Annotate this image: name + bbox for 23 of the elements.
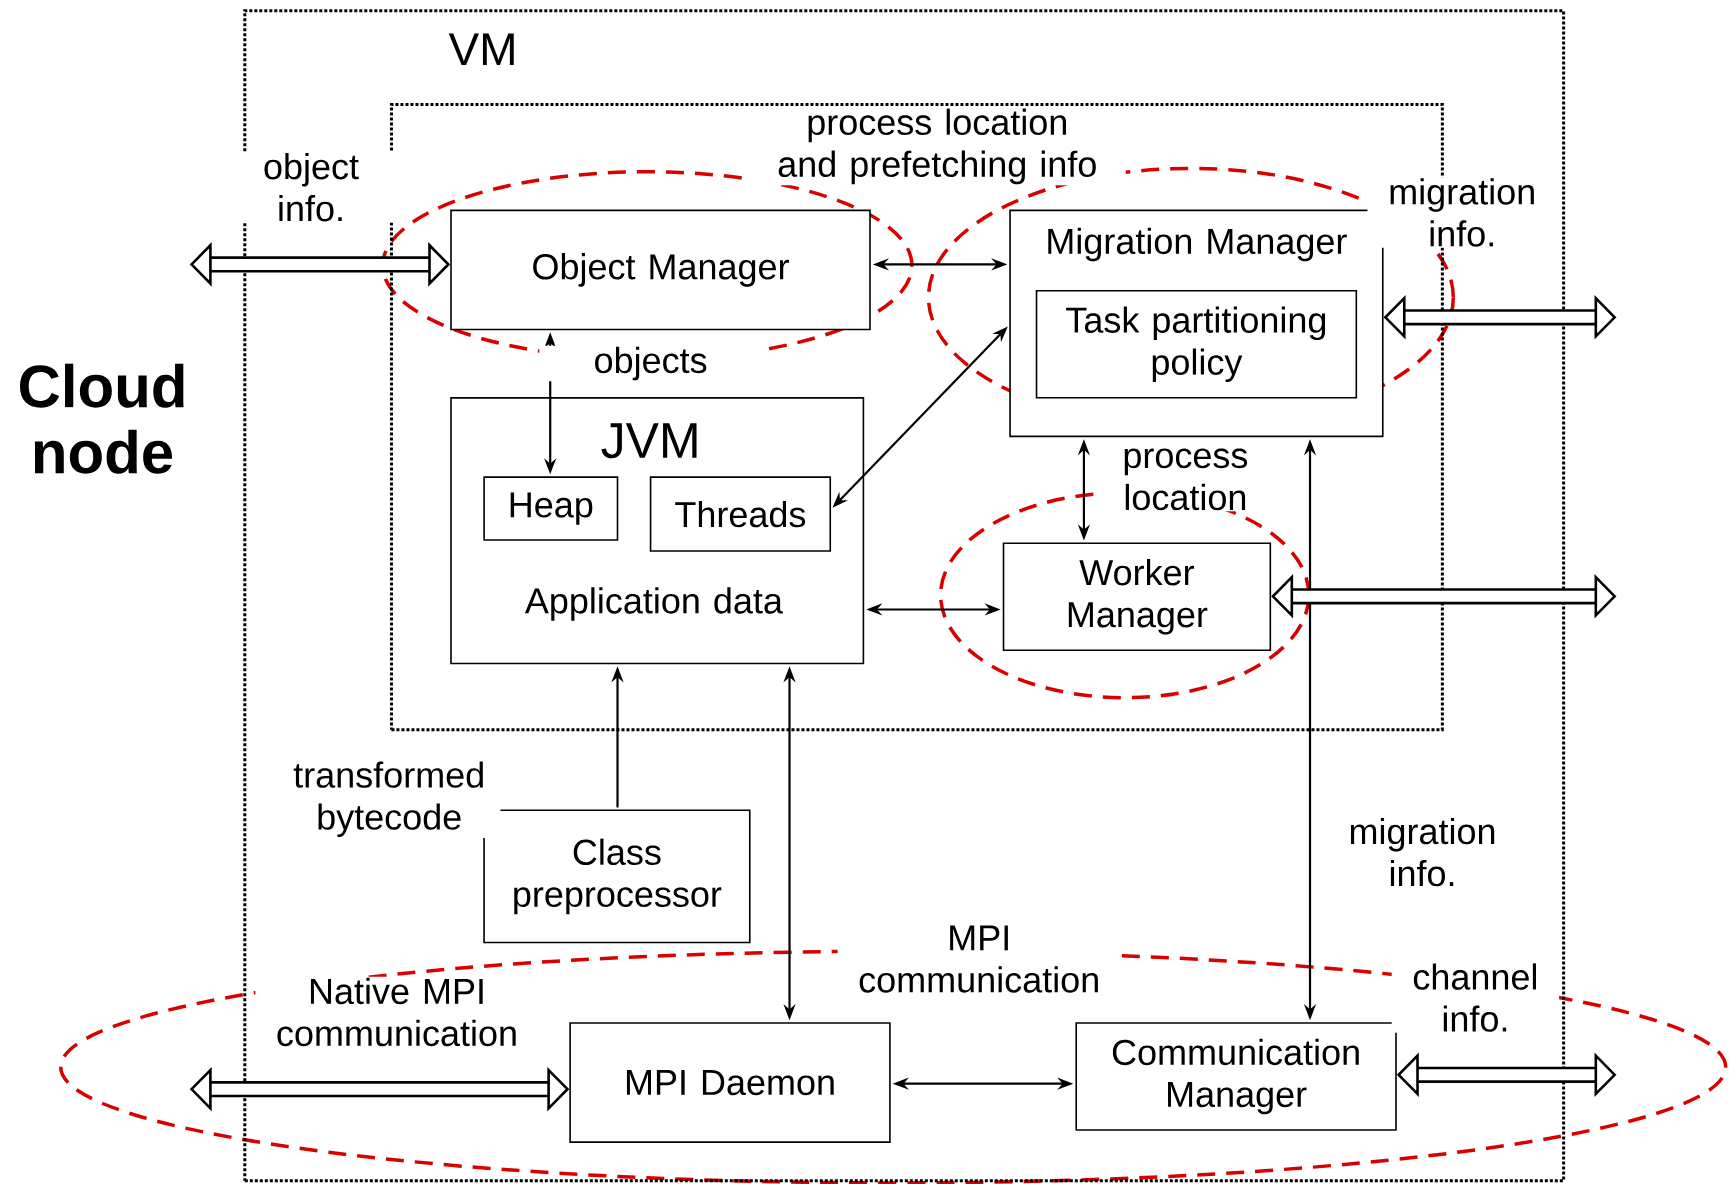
edge-label: Native MPI communication [255, 976, 539, 1048]
box-text: Application data [524, 587, 783, 621]
process-box: MPI Daemon [569, 1022, 891, 1143]
frame-title: JVM [601, 423, 697, 459]
edge-label: process location and prefetching info [748, 107, 1126, 186]
process-box: Class preprocessor [483, 809, 751, 944]
edge-label: channel info. [1391, 962, 1560, 1033]
edge-label: MPI communication [837, 924, 1121, 994]
process-box: Communication Manager [1075, 1022, 1397, 1131]
frame-title: Migration Manager [1048, 227, 1347, 262]
edge-label: object info. [227, 151, 395, 223]
edge-label: objects [539, 345, 762, 382]
process-box: Heap [483, 476, 619, 541]
side-title: Cloud node [20, 363, 184, 474]
edge-label: transformed bytecode [277, 760, 501, 838]
edge-label: process location [1101, 447, 1270, 512]
frame-title: VM [448, 33, 514, 66]
process-box: Worker Manager [1002, 542, 1272, 652]
edge-label: migration info. [1327, 816, 1518, 888]
edge-label: migration info. [1367, 177, 1557, 248]
process-box: Task partitioning policy [1035, 290, 1358, 399]
process-box: Object Manager [450, 209, 871, 331]
process-box: Threads [649, 476, 832, 552]
